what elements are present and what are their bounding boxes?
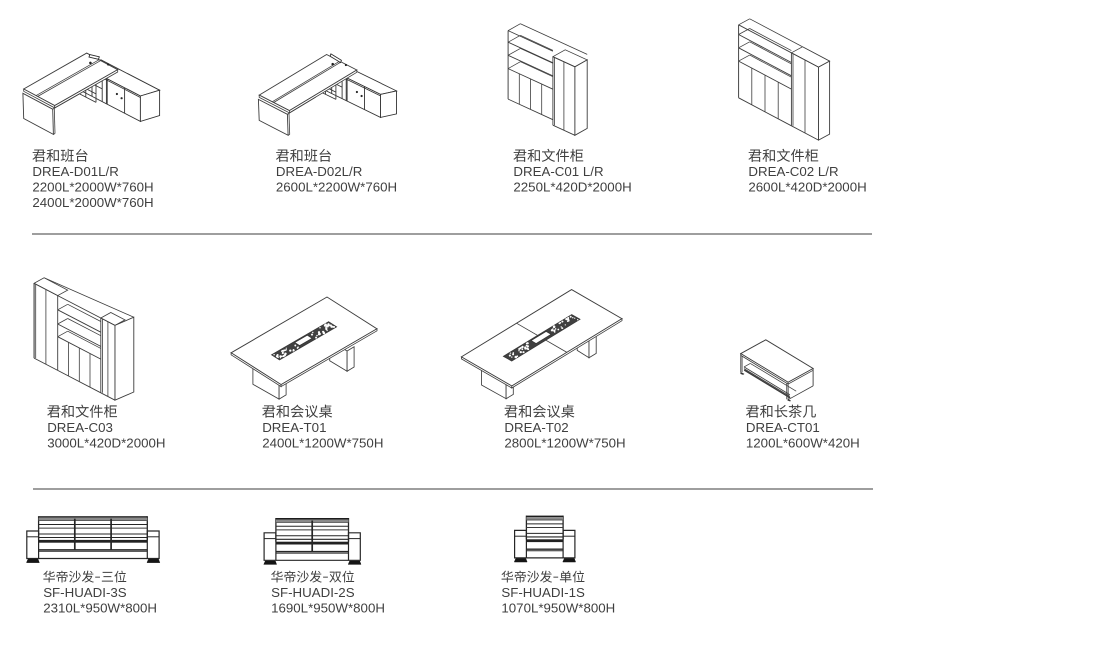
svg-text:SF-HUADI-2S: SF-HUADI-2S <box>271 585 355 600</box>
svg-text:DREA-C02 L/R: DREA-C02 L/R <box>748 164 838 179</box>
svg-text:3000L*420D*2000H: 3000L*420D*2000H <box>47 435 165 450</box>
svg-text:1690L*950W*800H: 1690L*950W*800H <box>271 600 385 615</box>
svg-text:DREA-D01L/R: DREA-D01L/R <box>32 164 118 179</box>
svg-text:SF-HUADI-1S: SF-HUADI-1S <box>501 585 585 600</box>
svg-text:DREA-C01 L/R: DREA-C01 L/R <box>513 164 603 179</box>
svg-text:1070L*950W*800H: 1070L*950W*800H <box>501 600 615 615</box>
svg-text:1200L*600W*420H: 1200L*600W*420H <box>746 435 860 450</box>
svg-text:2250L*420D*2000H: 2250L*420D*2000H <box>513 180 631 195</box>
svg-text:2600L*2200W*760H: 2600L*2200W*760H <box>276 180 397 195</box>
svg-text:2310L*950W*800H: 2310L*950W*800H <box>43 600 157 615</box>
svg-text:DREA-T02: DREA-T02 <box>504 420 568 435</box>
svg-text:2200L*2000W*760H: 2200L*2000W*760H <box>32 180 153 195</box>
svg-text:DREA-CT01: DREA-CT01 <box>746 420 820 435</box>
svg-text:2400L*2000W*760H: 2400L*2000W*760H <box>32 195 153 210</box>
svg-text:SF-HUADI-3S: SF-HUADI-3S <box>43 585 127 600</box>
svg-text:DREA-D02L/R: DREA-D02L/R <box>276 164 362 179</box>
svg-text:2400L*1200W*750H: 2400L*1200W*750H <box>262 435 383 450</box>
svg-text:DREA-T01: DREA-T01 <box>262 420 326 435</box>
svg-text:DREA-C03: DREA-C03 <box>47 420 113 435</box>
svg-text:2800L*1200W*750H: 2800L*1200W*750H <box>504 435 625 450</box>
svg-text:2600L*420D*2000H: 2600L*420D*2000H <box>748 180 866 195</box>
